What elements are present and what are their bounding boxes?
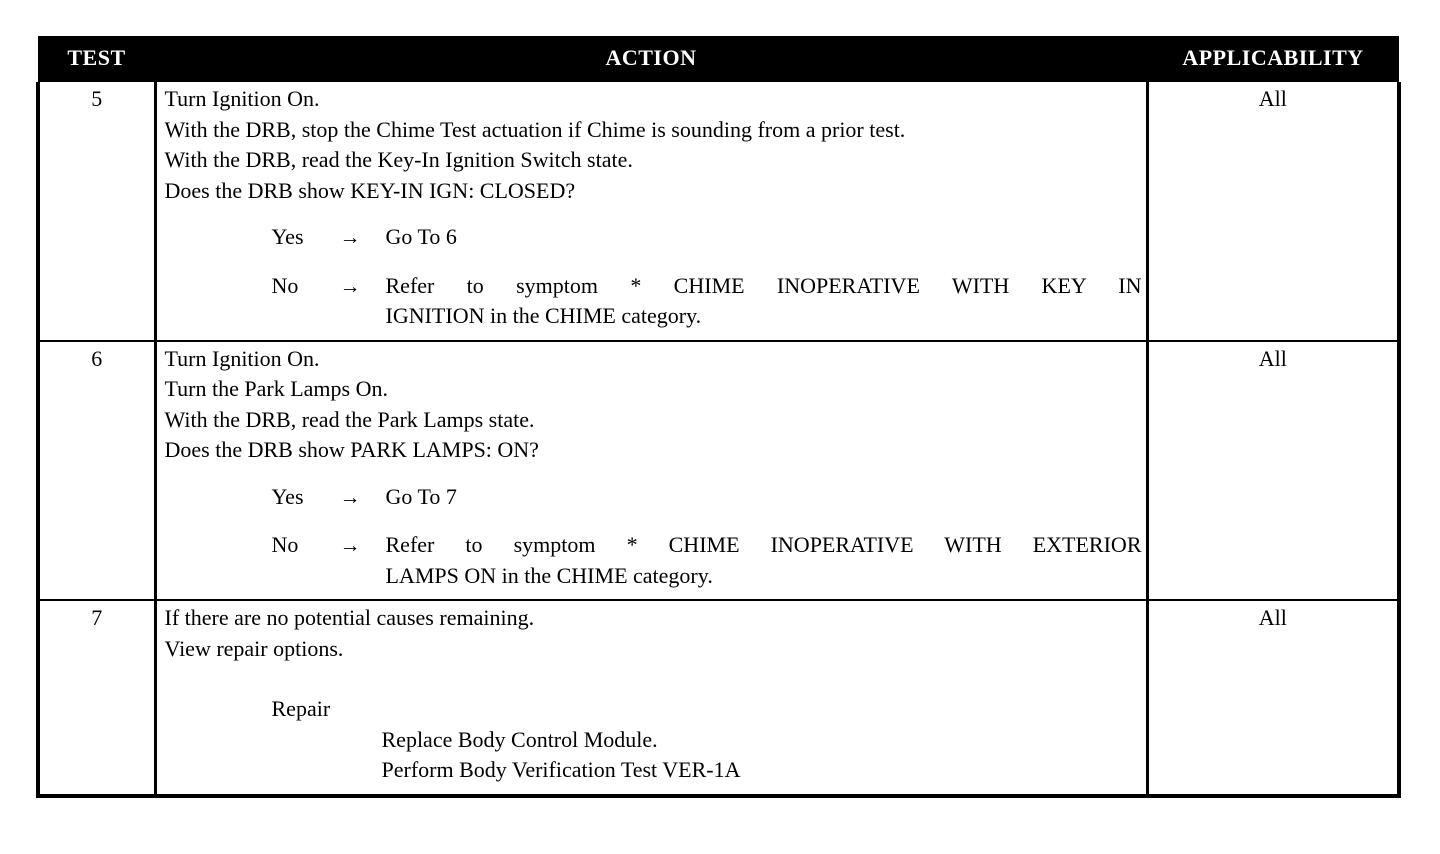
- table-header: TEST ACTION APPLICABILITY: [38, 36, 1399, 82]
- diagnostic-test-table-wrapper: TEST ACTION APPLICABILITY 5 Turn Ignitio…: [36, 36, 1401, 798]
- table-row: 5 Turn Ignition On. With the DRB, stop t…: [36, 82, 1401, 341]
- action-statement: View repair options.: [164, 635, 344, 661]
- table-row: 7 If there are no potential causes remai…: [36, 599, 1401, 798]
- branch-label: No: [271, 532, 299, 557]
- arrow-right-icon: →: [339, 225, 361, 249]
- branch-label: No: [271, 272, 299, 298]
- column-header-test: TEST: [38, 36, 155, 82]
- table-body: 5 Turn Ignition On. With the DRB, stop t…: [36, 82, 1401, 798]
- branch-line: Go To 7: [385, 483, 457, 509]
- action-statement: If there are no potential causes remaini…: [164, 605, 535, 630]
- branch-text: Go To 6: [386, 222, 1142, 253]
- applicability-value: All: [1147, 599, 1401, 798]
- branch-text: Refer to symptom * CHIME INOPERATIVE WIT…: [386, 271, 1142, 332]
- action-cell: Turn Ignition On. With the DRB, stop the…: [155, 82, 1149, 341]
- test-number: 6: [36, 339, 157, 600]
- test-number: 7: [36, 599, 157, 798]
- arrow-right-icon: →: [339, 273, 361, 298]
- action-statement: Does the DRB show KEY-IN IGN: CLOSED?: [164, 177, 576, 203]
- applicability-value: All: [1147, 339, 1401, 600]
- repair-block: Repair Replace Body Control Module. Perf…: [165, 694, 1142, 786]
- branch-line: Go To 6: [385, 224, 457, 249]
- repair-item: Perform Body Verification Test VER-1A: [381, 757, 741, 782]
- applicability-value: All: [1147, 82, 1401, 341]
- action-statement: Turn Ignition On.: [164, 345, 320, 371]
- spacer: [165, 466, 1142, 482]
- action-statement: Turn Ignition On.: [164, 86, 320, 111]
- branch-line: Refer to symptom * CHIME INOPERATIVE WIT…: [385, 532, 1142, 557]
- repair-heading: Repair: [271, 696, 331, 721]
- branch-text: Go To 7: [386, 482, 1142, 513]
- branch-yes: Yes → Go To 6: [272, 222, 1142, 253]
- repair-item: Replace Body Control Module.: [381, 726, 658, 752]
- branch-no: No → Refer to symptom * CHIME INOPERATIV…: [272, 530, 1142, 591]
- action-statement: Does the DRB show PARK LAMPS: ON?: [164, 437, 539, 462]
- diagnostic-test-table: TEST ACTION APPLICABILITY 5 Turn Ignitio…: [36, 36, 1401, 798]
- branch-label: Yes: [271, 483, 304, 509]
- action-cell: Turn Ignition On. Turn the Park Lamps On…: [155, 339, 1149, 600]
- action-statement: With the DRB, stop the Chime Test actuat…: [164, 116, 906, 142]
- action-statement: With the DRB, read the Park Lamps state.: [164, 406, 535, 432]
- action-cell: If there are no potential causes remaini…: [155, 599, 1149, 798]
- arrow-right-icon: →: [339, 533, 361, 557]
- action-statement: Turn the Park Lamps On.: [164, 376, 388, 401]
- action-statement: With the DRB, read the Key-In Ignition S…: [164, 147, 633, 172]
- test-number: 5: [36, 82, 157, 341]
- arrow-right-icon: →: [339, 484, 361, 509]
- branch-line: IGNITION in the CHIME category.: [385, 303, 702, 328]
- table-row: 6 Turn Ignition On. Turn the Park Lamps …: [36, 339, 1401, 600]
- branch-line: Refer to symptom * CHIME INOPERATIVE WIT…: [385, 272, 1142, 298]
- branch-text: Refer to symptom * CHIME INOPERATIVE WIT…: [386, 530, 1142, 591]
- spacer: [165, 206, 1142, 222]
- branch-label: Yes: [271, 224, 304, 249]
- table-header-row: TEST ACTION APPLICABILITY: [38, 36, 1399, 82]
- branch-yes: Yes → Go To 7: [272, 482, 1142, 513]
- column-header-applicability: APPLICABILITY: [1147, 36, 1399, 82]
- branch-no: No → Refer to symptom * CHIME INOPERATIV…: [272, 271, 1142, 332]
- branch-line: LAMPS ON in the CHIME category.: [385, 562, 713, 588]
- column-header-action: ACTION: [155, 36, 1147, 82]
